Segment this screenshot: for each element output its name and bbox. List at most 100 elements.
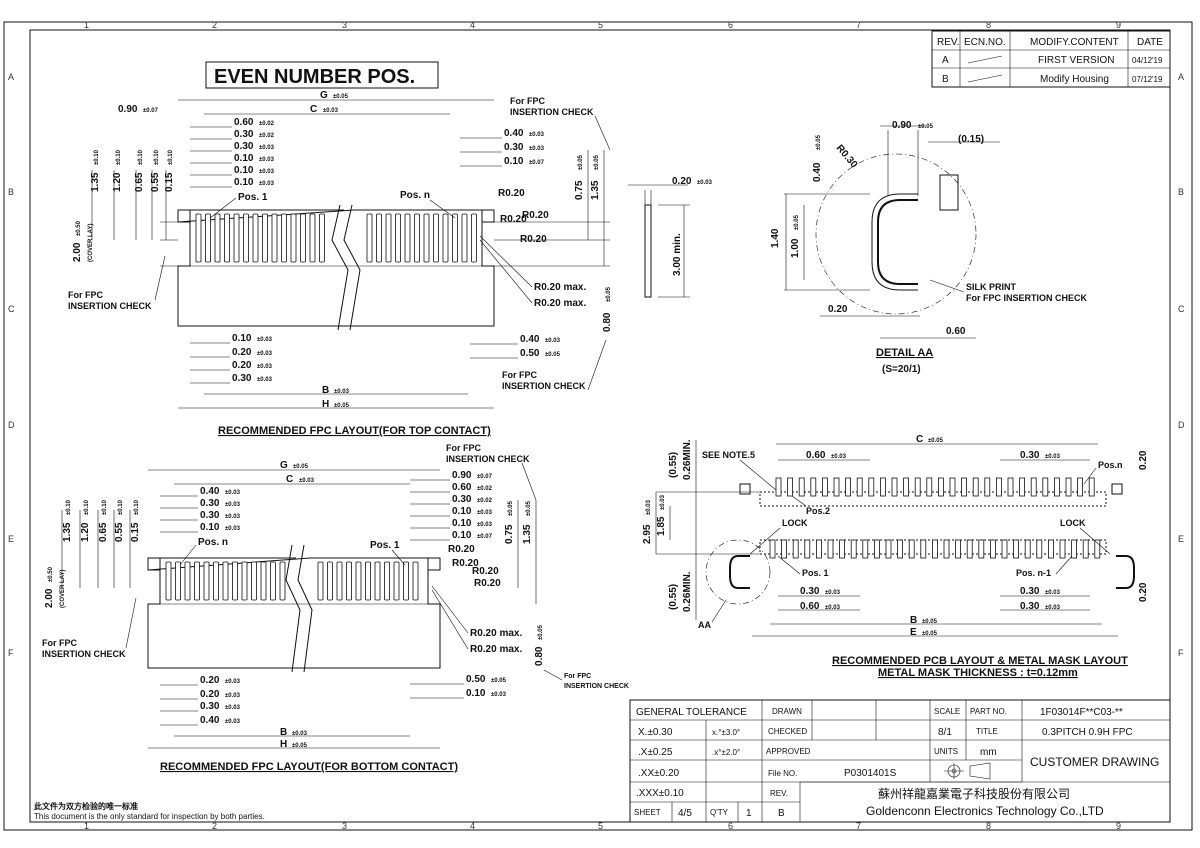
svg-text:Pos.2: Pos.2 [806,506,830,516]
pcb-caption-line2: METAL MASK THICKNESS : t=0.12mm [878,667,1078,679]
svg-text:0.50: 0.50 [466,674,486,685]
svg-text:0.55: 0.55 [114,522,125,542]
svg-text:±0.03: ±0.03 [225,514,241,520]
svg-text:0.20: 0.20 [232,347,252,358]
rev-row-b-rev: B [942,74,949,85]
svg-text:0.75: 0.75 [574,180,585,200]
svg-text:mm: mm [980,747,997,758]
svg-text:(0.55): (0.55) [668,584,679,610]
svg-text:R0.20 max.: R0.20 max. [470,628,522,639]
svg-text:INSERTION CHECK: INSERTION CHECK [510,107,594,117]
bottom-contact-row [165,561,419,601]
svg-text:7: 7 [856,20,861,30]
pcb-pad [978,539,985,559]
fpc-contact-finger [395,213,401,263]
svg-text:±0.05: ±0.05 [928,438,944,444]
svg-text:4/5: 4/5 [678,808,692,819]
svg-text:X.±0.30: X.±0.30 [638,727,673,738]
pcb-pad [880,477,886,497]
svg-text:MODIFY.CONTENT: MODIFY.CONTENT [1030,37,1119,48]
pcb-pad [787,477,793,497]
pcb-pad [943,539,950,559]
svg-text:±0.05: ±0.05 [918,124,934,130]
fpc-contact-finger [461,213,468,263]
svg-text:0.20: 0.20 [232,360,252,371]
svg-text:R0.20: R0.20 [522,210,549,221]
svg-text:3: 3 [342,20,347,30]
pcb-pad [955,539,961,559]
svg-text:8: 8 [986,821,991,831]
pcb-pad [1054,477,1060,497]
svg-text:LOCK: LOCK [782,518,808,528]
svg-text:Pos.n: Pos.n [1098,460,1123,470]
pcb-pad [827,539,834,559]
svg-text:±0.03: ±0.03 [259,145,275,151]
svg-text:±0.03: ±0.03 [1045,605,1061,611]
svg-text:Pos. 1: Pos. 1 [238,192,268,203]
pcb-pad [949,477,956,497]
svg-text:±0.03: ±0.03 [477,510,493,516]
pcb-pad [792,539,799,559]
svg-text:±0.02: ±0.02 [259,133,275,139]
svg-text:0.60: 0.60 [806,450,826,461]
svg-text:DATE: DATE [1137,37,1163,48]
svg-text:6: 6 [728,20,733,30]
svg-text:P0301401S: P0301401S [844,768,897,779]
svg-text:1.35: 1.35 [522,524,533,544]
pcb-pad [897,539,903,559]
svg-text:For FPC: For FPC [564,673,591,680]
pcb-pad [966,539,973,559]
svg-text:R0.20 max.: R0.20 max. [534,298,586,309]
svg-text:±0.02: ±0.02 [477,498,493,504]
zone-markers-bottom: 1 2 3 4 5 6 7 8 9 [84,821,1121,831]
fpc-contact-finger [281,213,287,263]
fpc-contact-finger [327,561,333,601]
svg-text:±0.05: ±0.05 [794,214,800,230]
svg-text:E: E [8,534,14,544]
pcb-pad [1030,477,1037,497]
svg-text:(COVER LAY): (COVER LAY) [88,224,94,262]
svg-text:For FPC: For FPC [68,290,103,300]
svg-text:±0.10: ±0.10 [84,499,90,515]
svg-text:SCALE: SCALE [934,707,960,716]
pcb-pad [1065,477,1072,497]
svg-text:2.00: 2.00 [72,242,83,262]
svg-text:±0.05: ±0.05 [578,154,584,170]
svg-text:±0.03: ±0.03 [225,490,241,496]
svg-text:9: 9 [1116,821,1121,831]
pcb-pad [972,477,979,497]
svg-text:DETAIL AA: DETAIL AA [876,347,933,359]
svg-text:0.15: 0.15 [164,172,175,192]
svg-text:±0.02: ±0.02 [259,121,275,127]
pcb-pad [868,477,875,497]
svg-text:0.30: 0.30 [504,142,524,153]
svg-text:A: A [8,72,14,82]
pcb-pad [1007,477,1014,497]
rev-row-a-date: 04/12'19 [1132,56,1163,65]
fpc-contact-finger [336,561,343,601]
svg-text:±0.05: ±0.05 [508,500,514,516]
svg-text:±0.03: ±0.03 [257,364,273,370]
rev-row-b-date: 07/12'19 [1132,75,1163,84]
svg-text:SEE NOTE.5: SEE NOTE.5 [702,450,755,460]
svg-text:B: B [280,727,287,738]
fpc-contact-finger [214,213,221,263]
rev-row-b-content: Modify Housing [1040,74,1109,85]
svg-text:UNITS: UNITS [934,747,958,756]
svg-text:(0.15): (0.15) [958,134,984,145]
svg-text:0.20: 0.20 [828,304,848,315]
svg-text:±0.03: ±0.03 [225,719,241,725]
svg-text:±0.03: ±0.03 [225,679,241,685]
pcb-pad [891,477,898,497]
svg-text:±0.03: ±0.03 [299,478,315,484]
pcb-pad [1013,539,1019,559]
svg-text:0.90: 0.90 [892,120,912,131]
fpc-contact-finger [423,213,430,263]
svg-text:R0.30: R0.30 [834,143,860,171]
svg-text:0.10: 0.10 [452,518,472,529]
svg-text:±0.03: ±0.03 [545,338,561,344]
fpc-contact-finger [203,561,210,601]
svg-text:Pos. n: Pos. n [400,190,430,201]
svg-text:.XX±0.20: .XX±0.20 [638,768,680,779]
